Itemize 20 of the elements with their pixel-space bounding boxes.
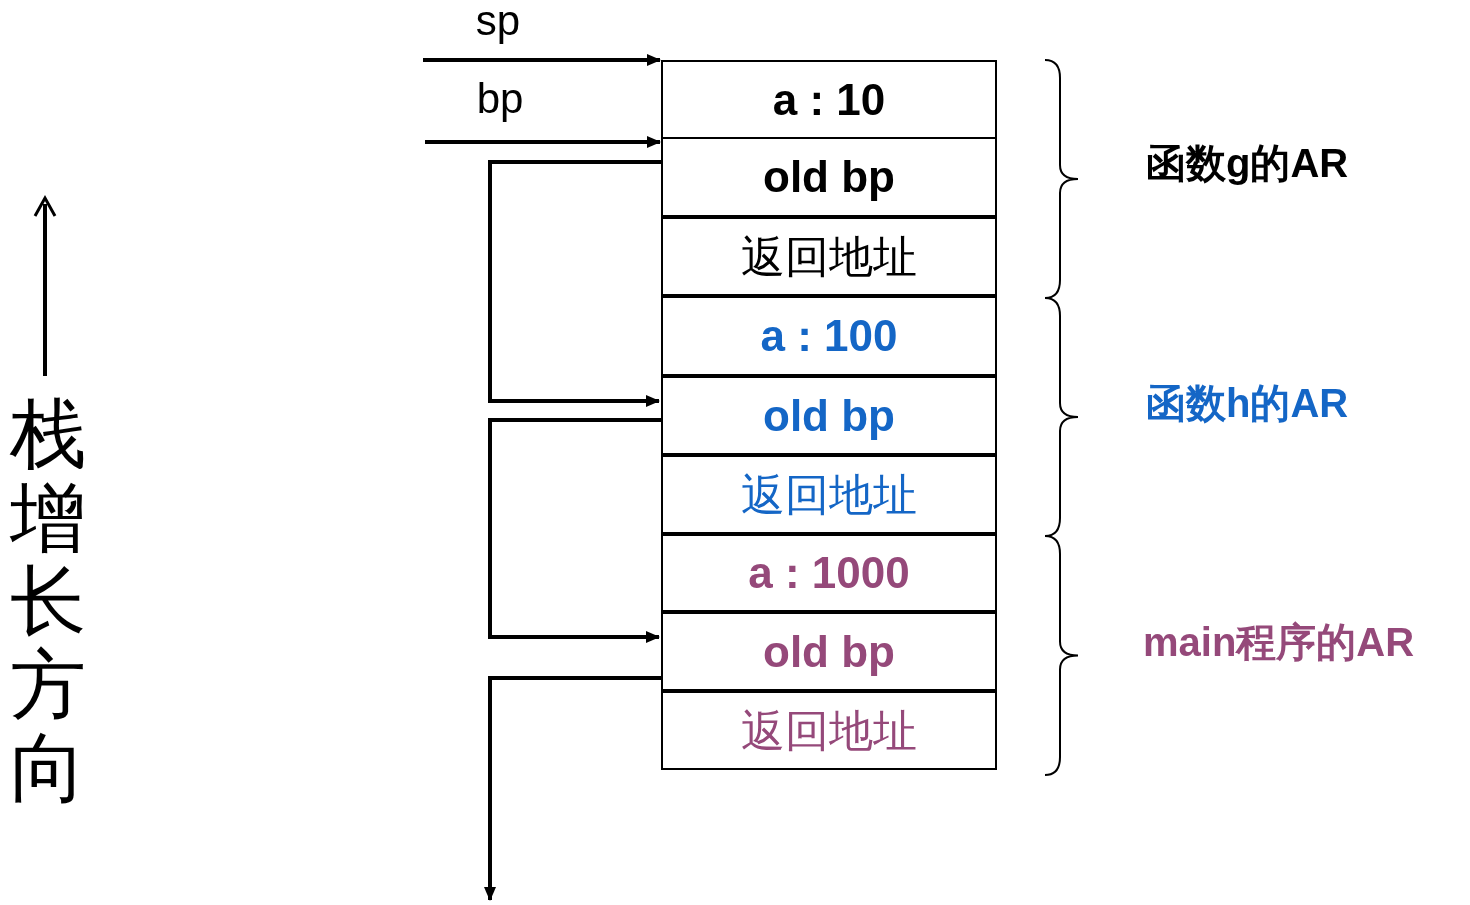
stack-cell: 返回地址 bbox=[661, 691, 997, 770]
frame-label: 函数g的AR bbox=[1146, 140, 1349, 187]
frame-label: 函数h的AR bbox=[1146, 380, 1349, 427]
arrow bbox=[484, 676, 661, 901]
arrow bbox=[425, 136, 661, 148]
stack-cell: a : 1000 bbox=[661, 534, 997, 612]
arrow bbox=[488, 160, 661, 407]
arrow bbox=[423, 54, 661, 66]
axis-label: 栈增长方向 bbox=[10, 392, 86, 810]
arrow bbox=[488, 418, 661, 643]
stack-cell: a : 10 bbox=[661, 60, 997, 139]
stack-cell: old bp bbox=[661, 376, 997, 455]
stack-cell: old bp bbox=[661, 137, 997, 217]
pointer-label: sp bbox=[423, 0, 573, 56]
stack-cell: 返回地址 bbox=[661, 217, 997, 296]
stack-cell: old bp bbox=[661, 612, 997, 691]
frame-label: main程序的AR bbox=[1143, 619, 1415, 666]
stack-cell: 返回地址 bbox=[661, 455, 997, 534]
stack-cell: a : 100 bbox=[661, 296, 997, 376]
pointer-label: bp bbox=[425, 78, 575, 140]
